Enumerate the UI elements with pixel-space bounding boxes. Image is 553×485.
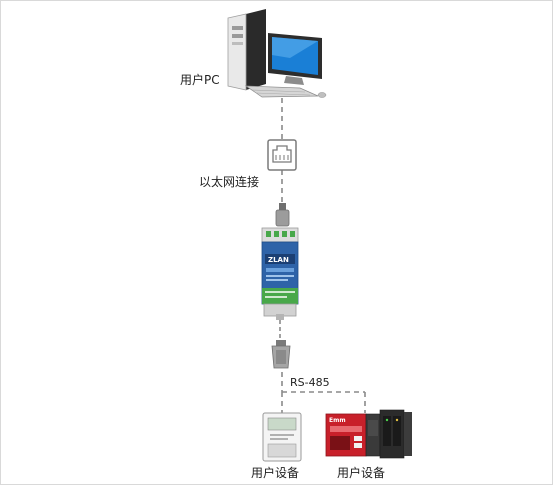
device-right-label: 用户设备 bbox=[337, 466, 386, 480]
ethernet-label: 以太网连接 bbox=[199, 175, 260, 189]
serial-converter-icon bbox=[261, 227, 299, 320]
rs485-label: RS-485 bbox=[290, 376, 330, 389]
connection-lines bbox=[279, 98, 366, 413]
pc-label: 用户PC bbox=[180, 73, 220, 87]
electric-meter-icon bbox=[262, 412, 302, 462]
rj45-plug-icon bbox=[275, 203, 290, 227]
device-left-label: 用户设备 bbox=[251, 466, 300, 480]
plc-icon bbox=[325, 409, 412, 459]
db9-connector-icon bbox=[271, 340, 291, 369]
desktop-pc-icon bbox=[227, 9, 327, 98]
plc-brand-text: Emm bbox=[329, 417, 346, 424]
converter-brand-text: ZLAN bbox=[268, 256, 289, 264]
ethernet-port-icon bbox=[267, 139, 297, 171]
